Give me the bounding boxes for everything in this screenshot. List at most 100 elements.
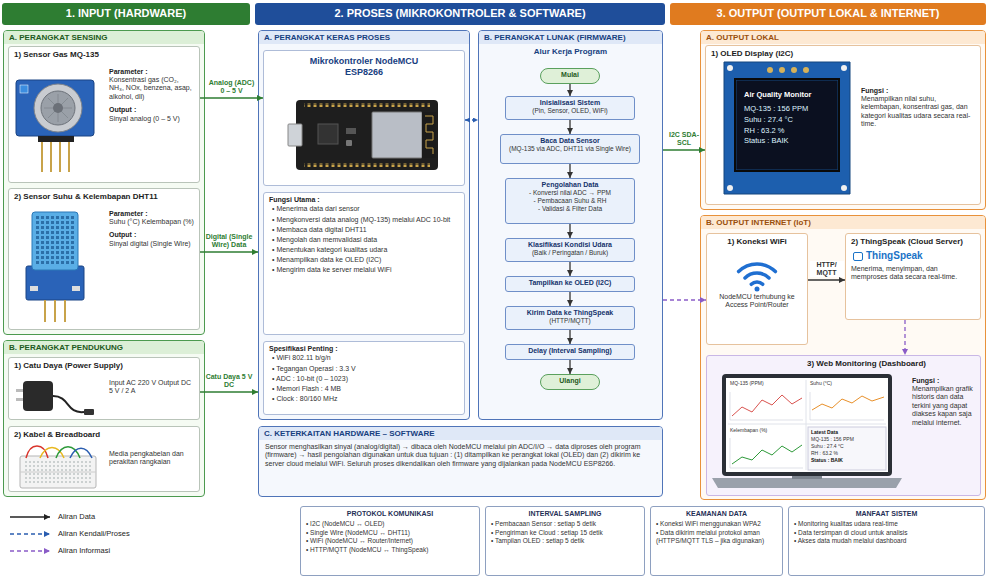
- body-text: • Tampilan OLED : setiap 5 detik: [491, 537, 639, 545]
- body-text: Parameter :: [109, 68, 194, 76]
- oled-module-picture: [841, 185, 847, 191]
- body-text: • Menentukan kategori kualitas udara: [269, 245, 459, 255]
- heading-text: A. OUTPUT LOKAL: [701, 31, 985, 44]
- body-text: • WiFi 802.11 b/g/n: [269, 353, 459, 363]
- body-text: • Data dikirim melalui protokol aman (HT…: [656, 529, 777, 546]
- body-text: • I2C (NodeMCU ↔ OLED): [306, 520, 474, 528]
- heading-text: INTERVAL SAMPLING: [491, 510, 639, 518]
- body-text: • Tegangan Operasi : 3.3 V: [269, 364, 459, 374]
- body-text: Input AC 220 V Output DC 5 V / 2 A: [109, 379, 194, 396]
- nodemcu-board-picture: [304, 163, 430, 167]
- laptop-dashboard-picture: [732, 445, 802, 464]
- body-text: • Menampilkan data ke OLED (I2C): [269, 255, 459, 265]
- screen-label: MQ-135 (PPM): [730, 380, 764, 386]
- breadboard-picture: [20, 456, 96, 488]
- body-text: • Pembacaan Sensor : setiap 5 detik: [491, 520, 639, 528]
- connector: [200, 391, 258, 392]
- heading-text: Baca Data Sensor: [504, 137, 636, 145]
- laptop-dashboard-picture: [792, 476, 822, 479]
- column-band: 2. PROSES (MIKROKONTROLER & SOFTWARE): [255, 3, 665, 25]
- flow-step: Baca Data Sensor(MQ-135 via ADC, DHT11 v…: [500, 134, 640, 164]
- oled-module-picture: [724, 62, 850, 194]
- heading-text: Pengolahan Data: [509, 181, 631, 189]
- nodemcu-board-picture: [346, 128, 356, 134]
- laptop-dashboard-picture: [728, 424, 886, 425]
- nodemcu-board-picture: [422, 112, 436, 158]
- flow-step: Tampilkan ke OLED (I2C): [505, 276, 635, 292]
- component-box: 2) ThingSpeak (Cloud Server)ThingSpeakMe…: [845, 233, 981, 320]
- connector: [569, 330, 570, 344]
- breadboard-picture: [70, 448, 92, 458]
- body-text: • Clock : 80/160 MHz: [269, 394, 459, 404]
- body-text: Konsentrasi gas (CO₂, NH₃, NOx, benzena,…: [109, 76, 194, 101]
- heading-text: Spesifikasi Penting :: [269, 345, 459, 353]
- dht11-picture: [26, 212, 84, 322]
- flow-step: Delay (Interval Sampling): [505, 344, 635, 360]
- legend-text: Aliran Data: [58, 512, 95, 521]
- dht11-picture: [36, 216, 74, 266]
- flow-terminal: Ulangi: [540, 374, 600, 390]
- heading-text: PROTOKOL KOMUNIKASI: [306, 510, 474, 518]
- heading-text: MANFAAT SISTEM: [794, 510, 979, 518]
- laptop-dashboard-picture: [726, 378, 888, 472]
- gas-sensor-picture: [16, 80, 94, 136]
- nodemcu-board-picture: [372, 112, 422, 158]
- body-text: Sinyal digital (Single Wire): [109, 240, 194, 248]
- connector: [663, 299, 706, 300]
- group-panel: A. PERANGKAT KERAS PROSESMikrokontroler …: [258, 30, 470, 420]
- info-box: PROTOKOL KOMUNIKASI • I2C (NodeMCU ↔ OLED…: [300, 506, 480, 576]
- nodemcu-board-picture: [288, 124, 302, 146]
- body-text: Suhu : 27.4 °C: [744, 115, 834, 126]
- flow-terminal: Mulai: [540, 68, 600, 84]
- body-text: Status : BAIK: [744, 136, 834, 147]
- nodemcu-board-picture: [288, 100, 438, 170]
- laptop-dashboard-picture: [712, 374, 902, 488]
- info-box: INTERVAL SAMPLING • Pembacaan Sensor : se…: [485, 506, 645, 576]
- body-text: Menerima, menyimpan, dan memproses data …: [851, 265, 975, 282]
- heading-text: Air Quality Monitor: [744, 90, 834, 100]
- heading-text: 3) Web Monitoring (Dashboard): [807, 359, 975, 369]
- heading-text: B. OUTPUT INTERNET (IoT): [701, 216, 985, 229]
- heading-text: KEAMANAN DATA: [656, 510, 777, 518]
- gas-sensor-picture: [16, 80, 94, 172]
- body-text: Fungsi :: [861, 87, 975, 95]
- screen-label: MQ-135 : 156 PPM: [811, 436, 854, 442]
- screen-label: RH : 63.2 %: [811, 450, 838, 456]
- legend-sample: [10, 550, 50, 551]
- body-text: Alur Kerja Program: [479, 47, 662, 56]
- group-panel: C. KETERKAITAN HARDWARE – SOFTWARESensor…: [258, 426, 663, 497]
- body-text: Fungsi :: [912, 377, 975, 385]
- heading-text: 2) ThingSpeak (Cloud Server): [851, 237, 975, 247]
- heading-text: A. PERANGKAT KERAS PROSES: [259, 31, 469, 44]
- edge-label: Digital (Single Wire) Data: [205, 233, 253, 249]
- nodemcu-board-picture: [304, 103, 430, 107]
- nodemcu-board-picture: [318, 124, 338, 144]
- body-text: • Data tersimpan di cloud untuk analisis: [794, 529, 979, 537]
- heading-text: 3. OUTPUT (OUTPUT LOKAL & INTERNET): [674, 7, 982, 19]
- laptop-dashboard-picture: [806, 380, 807, 470]
- connector: [465, 119, 478, 120]
- breadboard-picture: [40, 448, 64, 459]
- power-adapter-picture: [16, 398, 24, 401]
- dht11-picture: [45, 300, 65, 322]
- body-text: Output :: [109, 231, 194, 239]
- heading-text: Kirim Data ke ThingSpeak: [509, 309, 631, 317]
- body-text: RH : 63.2 %: [744, 126, 834, 137]
- dht11-picture: [72, 286, 80, 291]
- power-adapter-picture: [23, 381, 53, 411]
- gas-sensor-picture: [38, 136, 74, 142]
- heading-text: C. KETERKAITAN HARDWARE – SOFTWARE: [259, 427, 662, 440]
- nodemcu-board-picture: [425, 116, 433, 154]
- connector: [569, 120, 570, 134]
- connector: [808, 279, 845, 280]
- body-text: Parameter :: [109, 210, 194, 218]
- gas-sensor-picture: [53, 103, 63, 113]
- flow-step: Pengolahan Data- Konversi nilai ADC → PP…: [505, 178, 635, 224]
- body-text: • WiFi (NodeMCU ↔ Router/Internet): [306, 537, 474, 545]
- legend-sample: [10, 533, 50, 534]
- screen-label: Suhu (°C): [810, 380, 832, 386]
- body-text: • Pengiriman ke Cloud : setiap 15 detik: [491, 529, 639, 537]
- flow-step: Klasifikasi Kondisi Udara(Baik / Peringa…: [505, 238, 635, 262]
- power-adapter-picture: [53, 396, 84, 412]
- oled-module-picture: [735, 79, 839, 171]
